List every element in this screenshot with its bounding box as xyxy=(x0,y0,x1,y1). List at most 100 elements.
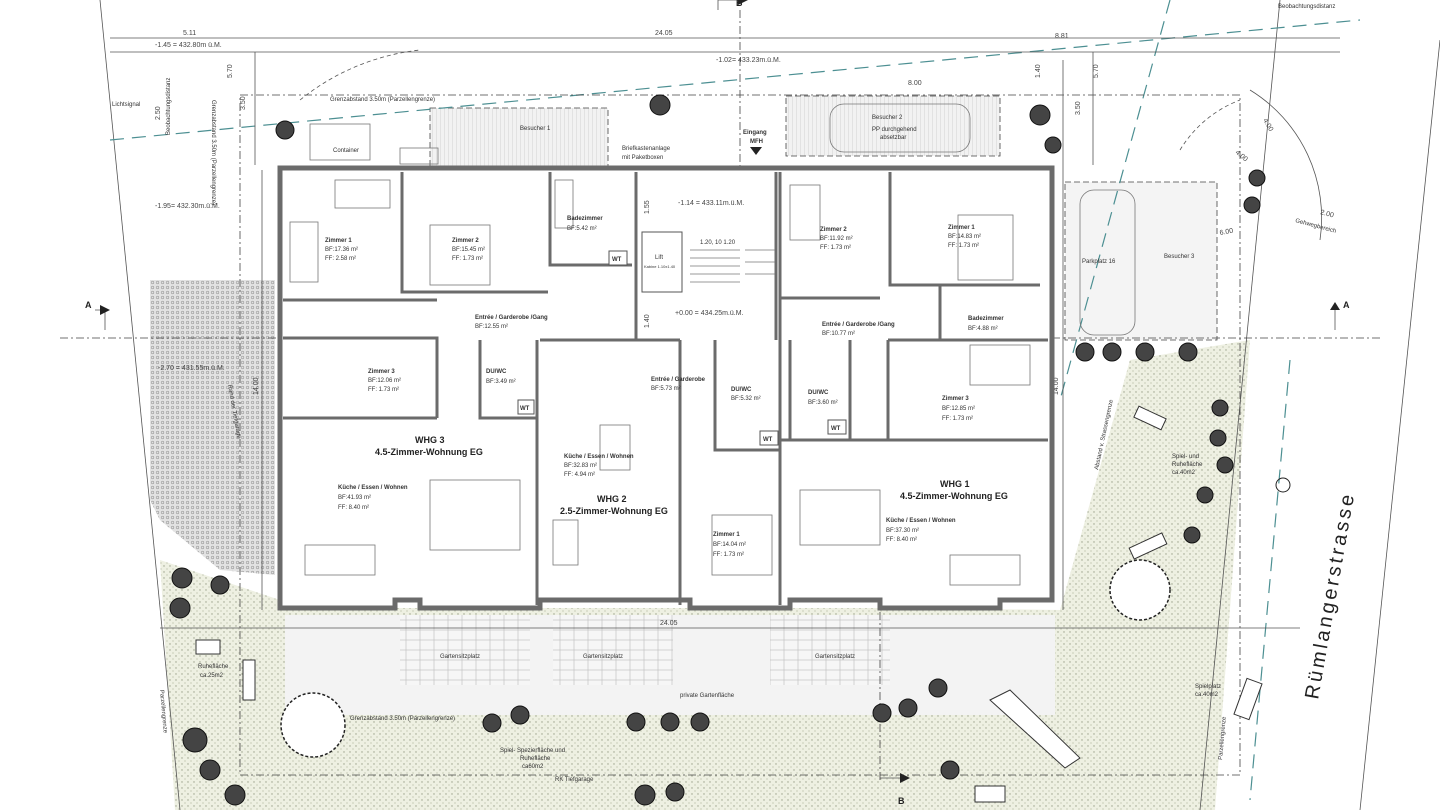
room-bf: BF:3.60 m² xyxy=(808,400,838,406)
section-label-b: B xyxy=(898,796,905,806)
room-bf: BF:15.45 m² xyxy=(452,247,485,253)
room-name: DU/WC xyxy=(486,369,507,375)
label: PP durchgehend xyxy=(872,127,917,133)
section-label-a: A xyxy=(85,300,92,310)
room-bf: BF:32.83 m² xyxy=(564,463,597,469)
section-label-b: B xyxy=(736,0,743,8)
room-name: Zimmer 1 xyxy=(325,238,352,244)
room-bf: BF:14.83 m² xyxy=(948,234,981,240)
room-name: DU/WC xyxy=(808,390,829,396)
room-name: Entrée / Garderobe /Gang xyxy=(475,315,548,321)
room-bf: BF:4.88 m² xyxy=(968,326,998,332)
room-bf: BF:5.32 m² xyxy=(731,396,761,402)
boundary-lines xyxy=(60,0,1440,810)
elevation-label: -1.95= 432.30m.ü.M. xyxy=(155,203,220,210)
room-bf: BF:3.49 m² xyxy=(486,379,516,385)
room-ff: FF: 1.73 m² xyxy=(820,245,851,251)
unit-title: WHG 1 xyxy=(940,479,970,489)
street-name: Rümlangerstrasse xyxy=(1301,490,1359,701)
tree-icons xyxy=(169,94,1266,806)
section-markers xyxy=(95,0,1340,783)
room-ff: FF: 1.73 m² xyxy=(713,552,744,558)
label: Briefkastenanlage xyxy=(622,146,671,152)
label: Gartensitzplatz xyxy=(440,654,480,660)
dim-label: 5.11 xyxy=(183,30,196,37)
label: ca.40m2 xyxy=(1172,470,1196,476)
label: Besucher 2 xyxy=(872,115,903,121)
unit-subtitle: 4.5-Zimmer-Wohnung EG xyxy=(375,447,483,457)
label: Eingang xyxy=(743,130,767,136)
label: MFH xyxy=(750,139,763,145)
room-ff: FF: 1.73 m² xyxy=(948,243,979,249)
room-bf: BF:11.92 m² xyxy=(820,236,853,242)
street-marker-icon xyxy=(1275,477,1291,493)
label: mit Paketboxen xyxy=(622,155,663,161)
room-ff: FF: 1.73 m² xyxy=(942,416,973,422)
elevation-label: -1.02= 433.23m.ü.M. xyxy=(716,57,781,64)
room-ff: FF: 8.40 m² xyxy=(338,505,369,511)
room-name: Badezimmer xyxy=(968,316,1004,322)
dim-label: 6.00 xyxy=(1219,228,1234,237)
unit-subtitle: 2.5-Zimmer-Wohnung EG xyxy=(560,506,668,516)
room-ff: FF: 8.40 m² xyxy=(886,537,917,543)
unit-subtitle: 4.5-Zimmer-Wohnung EG xyxy=(900,491,1008,501)
label: Ruhefläche xyxy=(520,756,551,762)
label: Lichtsignal xyxy=(112,102,140,108)
dim-label: 1.20, 10 1.20 xyxy=(700,240,736,246)
label: Ruhefläche xyxy=(1172,462,1203,468)
dim-label: 14.00 xyxy=(1053,377,1060,395)
playground-equipment xyxy=(195,405,1263,803)
dim-label: 24.05 xyxy=(660,620,678,627)
room-name: Zimmer 3 xyxy=(368,369,395,375)
label: ca.40m2 xyxy=(1195,692,1219,698)
dim-label: 1.55 xyxy=(644,200,651,214)
building-walls xyxy=(277,165,1055,611)
label: Grenzabstand 3.50m (Parzellengrenze) xyxy=(210,100,216,205)
dim-label: 2.50 xyxy=(155,106,162,120)
label: Parzellengrenze xyxy=(158,690,168,734)
wt-label: WT xyxy=(831,426,841,432)
label: ca.25m2 xyxy=(200,673,224,679)
label: Spiel- und xyxy=(1172,454,1199,460)
room-name: Küche / Essen / Wohnen xyxy=(564,454,634,460)
room-name: Badezimmer xyxy=(567,216,603,222)
room-ff: FF: 1.73 m² xyxy=(368,387,399,393)
room-bf: BF:14.04 m² xyxy=(713,542,746,548)
room-name: Küche / Essen / Wohnen xyxy=(886,518,956,524)
label: Parkplatz 16 xyxy=(1082,259,1116,265)
label: Spiel- Spezierfläche und xyxy=(500,748,565,754)
label: Parzellengrenze xyxy=(1218,716,1228,760)
room-bf: BF:41.93 m² xyxy=(338,495,371,501)
room-bf: BF:5.42 m² xyxy=(567,226,597,232)
gravel-area xyxy=(150,280,275,575)
room-bf: BF:37.30 m² xyxy=(886,528,919,534)
elevation-label: -2.70 = 431.55m.ü.M. xyxy=(158,365,225,372)
dim-label: 8.00 xyxy=(908,80,922,87)
parking-besucher-2 xyxy=(785,95,1001,157)
label: Beobachtungsdistanz xyxy=(166,78,172,135)
label: absetzbar xyxy=(880,135,906,141)
label: Ruhefläche xyxy=(198,664,229,670)
room-bf: BF:12.06 m² xyxy=(368,378,401,384)
room-ff: FF: 2.58 m² xyxy=(325,256,356,262)
wt-label: WT xyxy=(520,406,530,412)
dim-label: 2.00 xyxy=(1319,209,1334,219)
room-name: Zimmer 1 xyxy=(713,532,740,538)
elevation-label: -1.14 = 433.11m.ü.M. xyxy=(678,200,744,207)
room-name: Zimmer 1 xyxy=(948,225,975,231)
label: Container xyxy=(333,148,359,154)
room-name: Zimmer 2 xyxy=(452,238,479,244)
room-name: Entrée / Garderobe /Gang xyxy=(822,322,895,328)
parking-besucher-1 xyxy=(429,107,609,167)
dim-label: 1.40 xyxy=(644,314,651,328)
room-bf: BF:12.55 m² xyxy=(475,324,508,330)
dim-label: 24.05 xyxy=(655,30,673,37)
dim-label: 3.50 xyxy=(240,96,247,110)
elevation-label: +0.00 = 434.25m.ü.M. xyxy=(675,310,744,317)
dim-label: 5.70 xyxy=(227,64,234,78)
label: private Gartenfläche xyxy=(680,693,735,699)
label: Grenzabstand 3.50m (Parzellengrenze) xyxy=(330,97,435,103)
dim-label: 4.00 xyxy=(1234,149,1249,163)
label: ca60m2 xyxy=(522,764,544,770)
